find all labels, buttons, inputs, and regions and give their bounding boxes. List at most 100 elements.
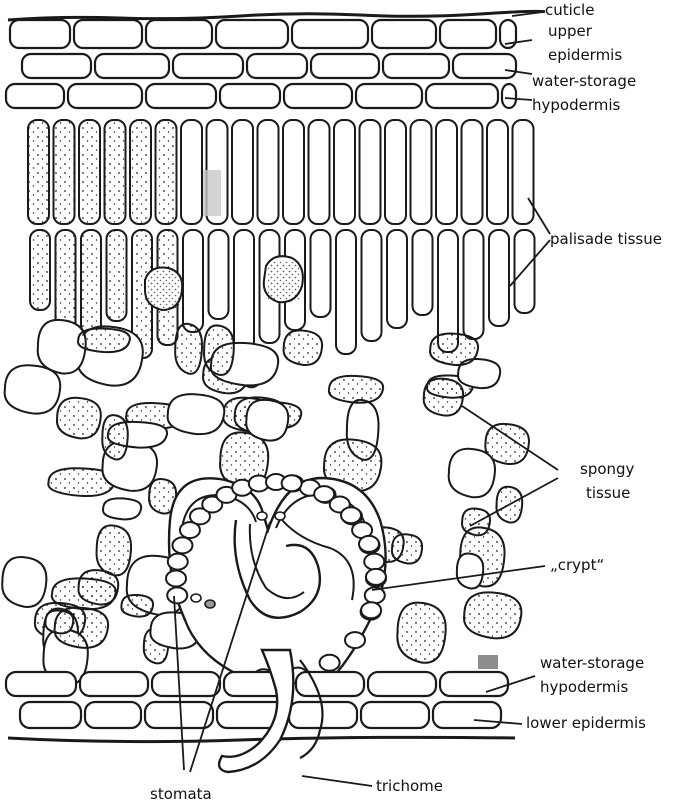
label-upper-epidermis-line2: epidermis: [548, 46, 622, 65]
palisade-cell: [513, 120, 534, 224]
epidermis-cell: [68, 84, 142, 108]
label-upper-hypodermis-line1: water-storage: [532, 72, 636, 91]
cuticle-line: [8, 11, 545, 20]
lower-epidermis-cell: [20, 702, 81, 728]
palisade-tissue-cells: [28, 120, 535, 358]
epidermis-cell: [440, 20, 496, 48]
spongy-cell: [204, 325, 234, 375]
epidermis-cell: [502, 84, 516, 108]
palisade-cell: [209, 230, 229, 319]
spongy-cell: [457, 553, 483, 588]
epidermis-cell: [311, 54, 379, 78]
epidermis-cell: [247, 54, 307, 78]
epidermis-cell: [6, 84, 64, 108]
palisade-cell: [336, 230, 356, 354]
epidermis-cell: [356, 84, 422, 108]
epidermis-cell: [426, 84, 498, 108]
spongy-cell: [121, 595, 153, 617]
spongy-cell: [329, 376, 383, 403]
crypt-wall-cell: [314, 486, 334, 502]
spongy-cell: [103, 498, 141, 519]
palisade-cell: [130, 120, 151, 224]
label-lower-epidermis: lower epidermis: [526, 714, 646, 733]
lower-epidermis-cell: [85, 702, 141, 728]
spongy-cell: [57, 398, 101, 439]
epidermis-cell: [383, 54, 449, 78]
epidermis-cell: [284, 84, 352, 108]
lower-epidermis-cell: [152, 672, 220, 696]
epidermis-cell: [453, 54, 516, 78]
lower-epidermis-cell: [6, 672, 76, 696]
spongy-cell: [38, 320, 86, 374]
label-stomata: stomata: [150, 785, 212, 804]
palisade-cell: [334, 120, 355, 224]
spongy-cell: [175, 324, 202, 374]
palisade-cell: [385, 120, 406, 224]
crypt-wall-cell: [361, 602, 381, 618]
palisade-cell: [105, 120, 126, 224]
crypt-wall-cell: [172, 537, 192, 553]
palisade-cell: [258, 120, 279, 224]
palisade-cell: [81, 230, 101, 334]
spongy-cell: [97, 525, 132, 575]
palisade-cell: [487, 120, 508, 224]
shaded-patch: [478, 655, 498, 669]
label-spongy-tissue-line1: spongy: [580, 460, 634, 479]
palisade-cell: [311, 230, 331, 317]
label-crypt: „crypt“: [550, 556, 604, 575]
lower-epidermis-cell: [145, 702, 213, 728]
epidermis-cell: [372, 20, 436, 48]
epidermis-cell: [173, 54, 243, 78]
palisade-cell: [232, 120, 253, 224]
palisade-cell: [181, 120, 202, 224]
lower-epidermis-cell: [368, 672, 436, 696]
crypt-wall-cell: [359, 536, 379, 552]
spongy-cell: [55, 608, 109, 648]
label-cuticle: cuticle: [545, 1, 594, 20]
palisade-cell: [183, 230, 203, 332]
epidermis-cell: [95, 54, 169, 78]
palisade-cell: [515, 230, 535, 313]
spongy-cell: [284, 330, 323, 365]
palisade-cell: [360, 120, 381, 224]
label-spongy-tissue-line2: tissue: [586, 484, 630, 503]
palisade-cell: [462, 120, 483, 224]
palisade-cell: [464, 230, 484, 339]
crypt-wall-cell: [168, 554, 188, 570]
spongy-cell: [2, 557, 46, 607]
spongy-cell: [464, 592, 521, 638]
label-palisade-tissue: palisade tissue: [550, 230, 662, 249]
palisade-cell: [283, 120, 304, 224]
crypt-wall-cell: [320, 655, 340, 671]
spongy-cell: [52, 578, 116, 609]
palisade-cell: [30, 230, 50, 310]
label-upper-epidermis-line1: upper: [548, 22, 592, 41]
crypt-wall-cell: [345, 632, 365, 648]
palisade-cell: [309, 120, 330, 224]
spongy-cell: [449, 449, 495, 498]
spongy-cell: [430, 334, 478, 365]
label-upper-hypodermis-line2: hypodermis: [532, 96, 620, 115]
epidermis-cell: [146, 84, 216, 108]
lower-epidermis-cell: [361, 702, 429, 728]
palisade-cell: [387, 230, 407, 328]
spongy-cell: [397, 603, 445, 663]
crypt-wall-cell: [341, 507, 361, 523]
upper-epidermis-layers: [6, 20, 516, 108]
spongy-cell: [246, 400, 288, 441]
crypt-wall-cell: [282, 475, 302, 491]
palisade-cell: [28, 120, 49, 224]
palisade-cell: [489, 230, 509, 326]
crypt-wall-cell: [366, 569, 386, 585]
lower-epidermis-cell: [433, 702, 501, 728]
label-trichome: trichome: [376, 777, 443, 796]
spongy-cell: [5, 365, 61, 413]
epidermis-cell: [216, 20, 288, 48]
spongy-cell: [168, 394, 225, 434]
spongy-cell: [102, 415, 128, 459]
palisade-cell: [54, 120, 75, 224]
lower-epidermis-cell: [80, 672, 148, 696]
epidermis-cell: [220, 84, 280, 108]
crypt-wall-cell: [166, 570, 186, 586]
palisade-cell: [413, 230, 433, 315]
